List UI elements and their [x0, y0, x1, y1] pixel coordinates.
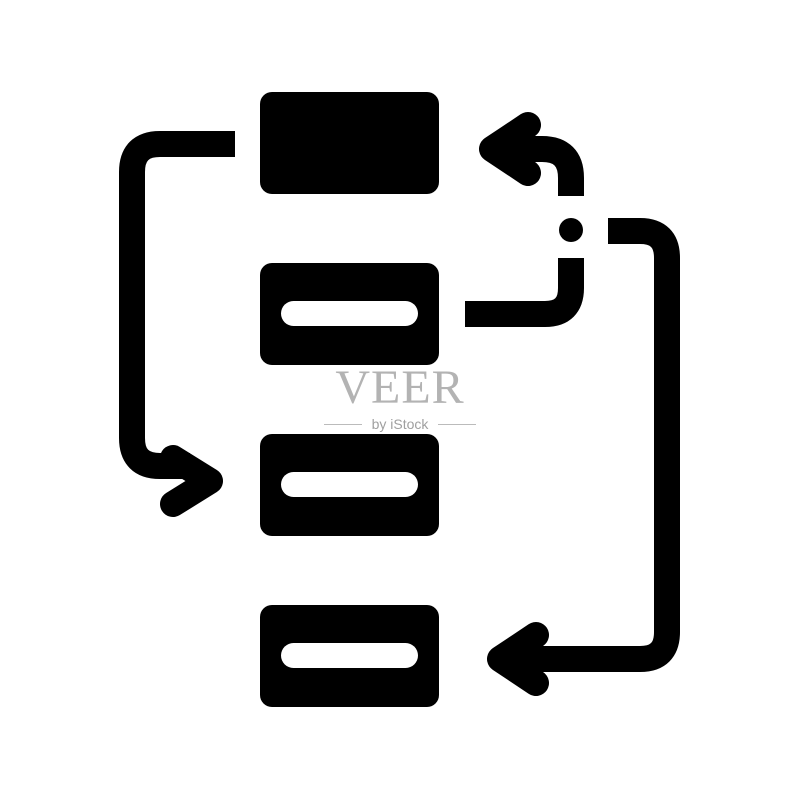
flow-box-3-slot — [281, 472, 418, 497]
upper-return-connector — [505, 136, 584, 196]
right-loop-connector — [510, 218, 680, 672]
flow-box-2-slot — [281, 301, 418, 326]
upper-loop-connector — [465, 258, 584, 327]
flow-box-1 — [260, 92, 439, 194]
upper-arrowhead — [479, 112, 541, 186]
right-arrowhead — [487, 622, 549, 696]
flow-box-4-slot — [281, 643, 418, 668]
left-arrowhead — [160, 445, 223, 517]
left-loop-connector — [119, 131, 235, 479]
decision-dot — [559, 218, 583, 242]
